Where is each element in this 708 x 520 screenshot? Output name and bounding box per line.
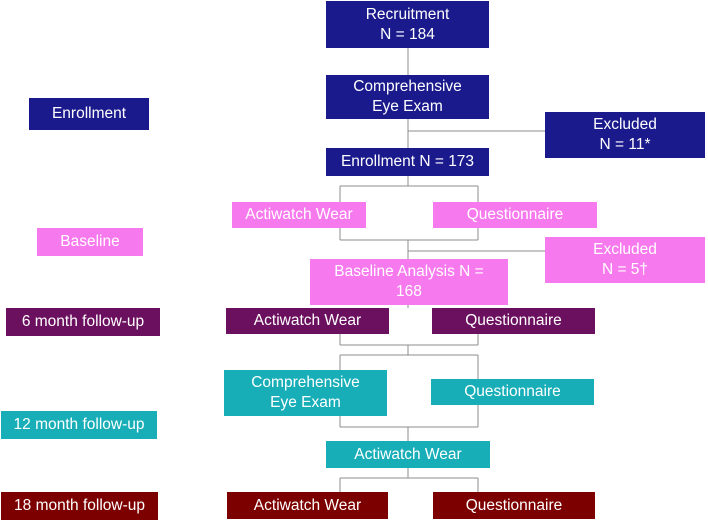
enrollment-box: Enrollment N = 173	[326, 148, 489, 176]
phase-label-18-month: 18 month follow-up	[1, 492, 158, 520]
m6-actiwatch-box: Actiwatch Wear	[226, 308, 389, 334]
baseline-actiwatch-box: Actiwatch Wear	[232, 202, 366, 228]
phase-label-6-month: 6 month follow-up	[6, 308, 160, 336]
m18-questionnaire-box: Questionnaire	[433, 492, 595, 519]
eye-exam-box: Comprehensive Eye Exam	[326, 75, 489, 119]
m6-questionnaire-box: Questionnaire	[432, 308, 595, 334]
phase-label-enrollment: Enrollment	[29, 98, 149, 130]
baseline-questionnaire-box: Questionnaire	[433, 202, 597, 228]
m12-actiwatch-box: Actiwatch Wear	[326, 441, 490, 468]
phase-label-12-month: 12 month follow-up	[1, 411, 157, 439]
recruitment-box: Recruitment N = 184	[326, 1, 489, 48]
m12-eye-exam-box: Comprehensive Eye Exam	[224, 370, 387, 416]
m12-questionnaire-box: Questionnaire	[431, 379, 594, 405]
phase-label-baseline: Baseline	[37, 228, 143, 256]
baseline-analysis-box: Baseline Analysis N = 168	[310, 259, 508, 305]
excluded-enrollment-box: Excluded N = 11*	[545, 112, 705, 158]
excluded-baseline-box: Excluded N = 5†	[545, 237, 705, 283]
m18-actiwatch-box: Actiwatch Wear	[227, 492, 388, 519]
